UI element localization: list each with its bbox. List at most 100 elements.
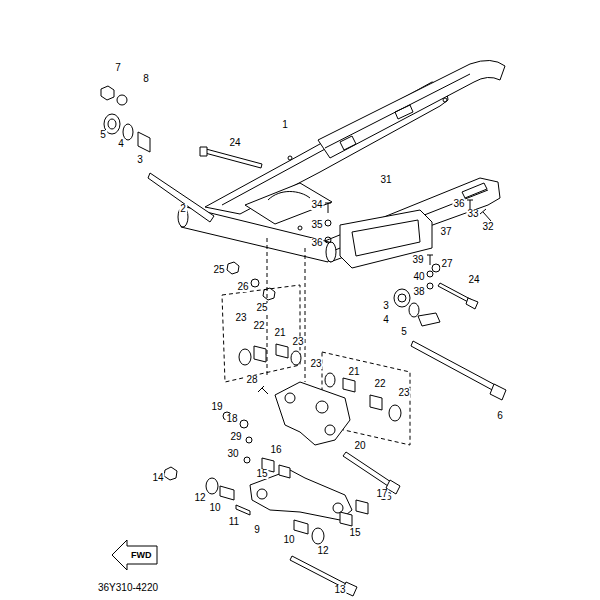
callout-number: 21 [273, 328, 286, 338]
callout-number: 34 [310, 200, 323, 210]
callout-number: 19 [210, 402, 223, 412]
callout-number: 12 [316, 546, 329, 556]
callout-number: 12 [193, 493, 206, 503]
drawing-line [294, 520, 308, 534]
drawing-line [164, 467, 177, 480]
drawing-line [490, 384, 506, 400]
direction-arrow: FWD [112, 540, 158, 570]
drawing-line [312, 528, 324, 544]
drawing-line [205, 149, 262, 168]
nuts [227, 262, 275, 300]
connecting-rod [164, 452, 400, 596]
callout-number: 29 [229, 432, 242, 442]
callout-number: 4 [117, 139, 125, 149]
callout-number: 4 [382, 315, 390, 325]
callout-number: 1 [281, 120, 289, 130]
drawing-line [480, 209, 491, 221]
drawing-line [411, 341, 499, 392]
drawing-line [462, 183, 487, 198]
arrow-shape [112, 540, 157, 570]
drawing-line [257, 489, 267, 499]
drawing-line [432, 264, 440, 272]
chain-case [340, 210, 432, 268]
callout-number: 27 [440, 259, 453, 269]
callout-number: 24 [467, 275, 480, 285]
drawing-line [244, 457, 250, 463]
callout-number: 35 [310, 220, 323, 230]
callout-number: 24 [228, 138, 241, 148]
drawing-line [305, 248, 306, 382]
drawing-line [326, 242, 336, 262]
callout-number: 9 [253, 525, 261, 535]
drawing-line [288, 156, 292, 160]
drawing-line [343, 378, 355, 392]
arrow-label: FWD [131, 550, 158, 560]
chain-guard [318, 60, 505, 158]
drawing-line [298, 226, 302, 230]
drawing-line [236, 505, 250, 515]
drawing-line [251, 279, 259, 287]
drawing-line [325, 373, 335, 387]
drawing-line [325, 220, 331, 226]
drawing-line [268, 192, 310, 201]
drawing-line [291, 351, 301, 365]
drawing-line [398, 294, 406, 302]
drawing-line [250, 470, 352, 520]
drawing-line [245, 183, 332, 224]
drawing-line [325, 237, 331, 243]
callout-number: 39 [411, 255, 424, 265]
callout-number: 38 [412, 287, 425, 297]
callout-number: 10 [208, 503, 221, 513]
drawing-line [246, 437, 252, 443]
drawing-line [409, 303, 419, 317]
drawing-line [227, 262, 239, 274]
drawing-line [370, 395, 382, 410]
callout-number: 23 [291, 337, 304, 347]
callout-number: 23 [234, 313, 247, 323]
callout-number: 22 [252, 321, 265, 331]
drawing-line [276, 344, 288, 358]
right-parts [394, 264, 506, 400]
callout-number: 16 [269, 445, 282, 455]
drawing-line [148, 173, 214, 222]
drawing-line [352, 220, 420, 256]
callout-number: 15 [348, 528, 361, 538]
callout-number: 20 [353, 441, 366, 451]
drawing-line [285, 393, 295, 403]
callout-number: 6 [496, 411, 504, 421]
callout-number: 15 [255, 469, 268, 479]
drawing-line [240, 420, 248, 428]
drawing-line [325, 74, 470, 148]
drawing-line [258, 386, 268, 394]
callout-number: 3 [382, 301, 390, 311]
drawing-line [427, 283, 433, 289]
callout-number: 5 [400, 327, 408, 337]
drawing-line [427, 271, 433, 277]
drawing-line [254, 346, 266, 362]
callout-number: 23 [309, 359, 322, 369]
drawing-line [200, 147, 207, 156]
callout-number: 33 [466, 209, 479, 219]
callout-number: 28 [245, 375, 258, 385]
drawing-line [220, 486, 234, 500]
callout-number: 31 [379, 175, 392, 185]
callout-number: 30 [226, 449, 239, 459]
drawing-code: 36Y310-4220 [97, 583, 159, 593]
callout-number: 5 [99, 130, 107, 140]
drawing-line [101, 86, 114, 100]
callout-number: 23 [397, 388, 410, 398]
screws [325, 200, 491, 289]
callout-number: 32 [481, 222, 494, 232]
drawing-line [108, 119, 116, 129]
drawing-line [389, 405, 401, 421]
guide-lines [222, 238, 410, 445]
callout-number: 25 [212, 265, 225, 275]
drawing-line [138, 132, 150, 152]
drawing-line [356, 500, 368, 514]
relay-arm [223, 382, 350, 463]
callout-number: 37 [439, 227, 452, 237]
drawing-line [340, 136, 356, 150]
drawing-line [427, 255, 433, 265]
callout-number: 40 [412, 272, 425, 282]
